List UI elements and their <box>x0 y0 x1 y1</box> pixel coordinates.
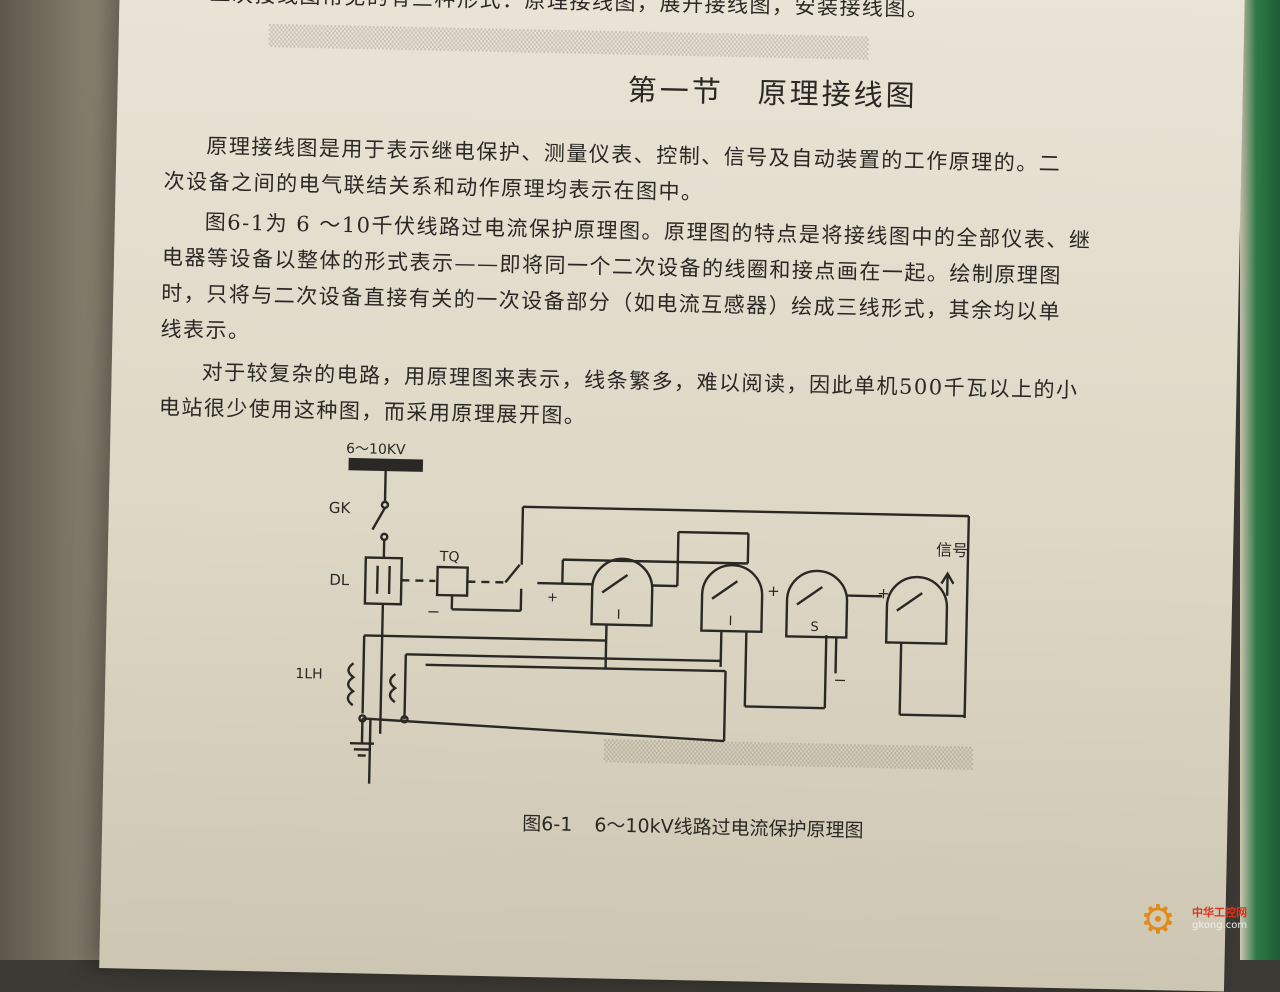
watermark-domain: gkong.com <box>1192 920 1247 931</box>
circuit-diagram: 6～10KV GK DL TQ 1LH 信号 I I S + + + − − <box>99 0 1245 992</box>
wire <box>836 637 837 673</box>
wire <box>369 719 370 784</box>
gk-label: GK <box>329 499 352 517</box>
relay-s-contact <box>797 587 822 606</box>
watermark: ⚙ 中华工控网 gkong.com <box>1140 900 1270 950</box>
figure-title: 6～10kV线路过电流保护原理图 <box>594 814 864 842</box>
wire <box>900 715 965 716</box>
trip-coil-tq <box>437 567 468 596</box>
plus-label: + <box>767 582 780 600</box>
wire <box>825 635 827 708</box>
wire <box>364 635 606 640</box>
breaker-dl-box <box>365 557 402 604</box>
wire <box>406 654 721 661</box>
wire <box>900 643 902 715</box>
disconnector-contact <box>381 534 387 540</box>
wire <box>522 507 523 565</box>
wire <box>745 706 825 708</box>
relay-s-label: S <box>810 620 819 635</box>
busbar <box>350 459 422 471</box>
wire <box>362 718 724 741</box>
relay-1-body <box>591 558 652 625</box>
relay-2-label: I <box>728 614 732 629</box>
relay-1-label: I <box>617 608 621 623</box>
ct-coil-1 <box>348 663 354 705</box>
dl-label: DL <box>329 571 350 589</box>
wire <box>745 631 747 706</box>
wire <box>523 507 969 516</box>
aux-contact <box>505 564 519 582</box>
minus-label: − <box>833 670 847 689</box>
wire <box>563 560 748 564</box>
mechanical-linkage <box>467 582 505 583</box>
tq-label: TQ <box>439 549 460 565</box>
signal-relay-body <box>886 576 947 643</box>
watermark-brand: 中华工控网 <box>1192 904 1247 920</box>
figure-number: 图6-1 <box>522 813 572 836</box>
signal-label: 信号 <box>936 540 968 560</box>
mechanical-linkage <box>401 580 435 581</box>
disconnector-contact <box>382 502 388 508</box>
wire <box>380 604 383 734</box>
wire <box>537 583 592 584</box>
junction-dot <box>359 715 365 721</box>
wire <box>652 586 677 587</box>
breaker-contact <box>389 566 390 594</box>
disconnector-blade <box>372 508 384 530</box>
signal-relay-contact <box>897 593 922 612</box>
breaker-contact <box>377 566 378 594</box>
wire <box>748 534 749 564</box>
wire <box>385 470 386 502</box>
plus-label: + <box>547 590 558 605</box>
plus-label: + <box>877 584 890 602</box>
gear-icon: ⚙ <box>1140 900 1180 940</box>
wire <box>606 625 607 669</box>
lh-label: 1LH <box>295 666 323 683</box>
wire <box>404 654 405 719</box>
wire <box>426 665 726 671</box>
wire <box>724 671 725 741</box>
wire <box>678 532 748 533</box>
book-page: ▒▒▒▒▒▒▒▒▒▒▒▒▒▒▒▒▒▒▒▒▒▒▒▒▒▒▒▒▒▒▒▒▒▒▒▒▒▒▒ … <box>99 0 1245 992</box>
minus-label: − <box>427 602 441 621</box>
wire <box>562 560 563 584</box>
wire <box>721 631 722 667</box>
relay-2-contact <box>712 581 737 600</box>
ct-coil-2 <box>390 674 396 702</box>
wire <box>363 635 365 713</box>
relay-1-contact <box>602 574 627 593</box>
wire <box>452 609 521 610</box>
voltage-label: 6～10KV <box>346 441 406 458</box>
wire <box>677 532 678 586</box>
background-green-edge <box>1240 0 1280 960</box>
